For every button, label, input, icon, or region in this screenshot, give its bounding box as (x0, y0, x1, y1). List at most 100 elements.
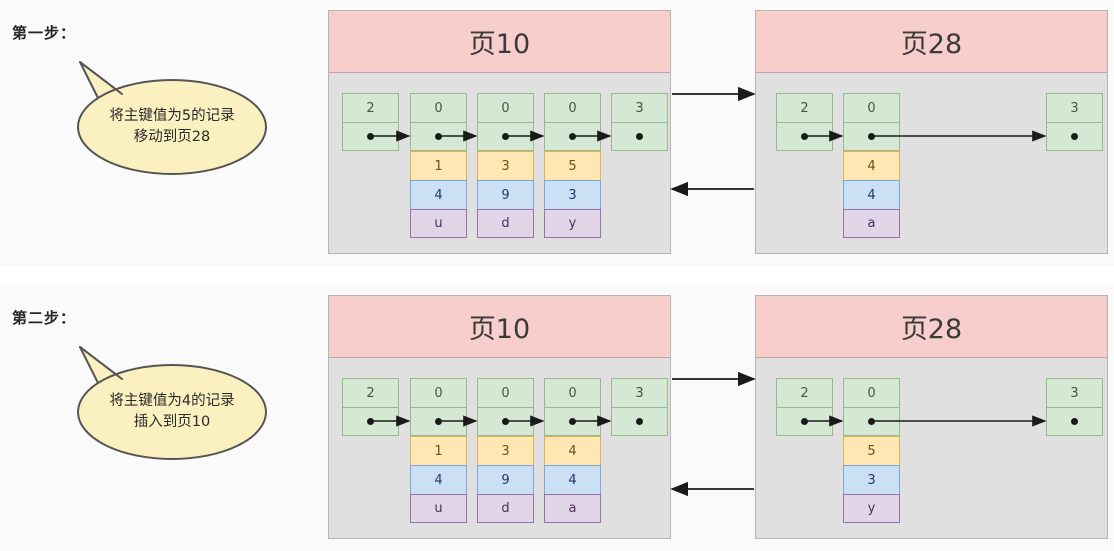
node-pointer-cell (410, 407, 467, 436)
page-box-28: 页28 2 0 5 3 y 3 (755, 295, 1108, 539)
node-field-cell: 1 (410, 436, 467, 465)
callout-line-2: 移动到页28 (133, 129, 211, 145)
page-title-10: 页10 (329, 296, 670, 358)
node-pointer-cell (843, 122, 900, 151)
node-pointer-cell (1046, 122, 1103, 151)
node-key-cell: 0 (410, 93, 467, 122)
record-node: 0 1 4 u (410, 93, 467, 238)
node-key-cell: 3 (1046, 378, 1103, 407)
record-node: 2 (342, 93, 399, 151)
node-key-cell: 3 (611, 378, 668, 407)
node-field-cell: y (843, 494, 900, 523)
node-pointer-cell (410, 122, 467, 151)
record-node: 3 (611, 93, 668, 151)
node-pointer-cell (843, 407, 900, 436)
pointer-dot-icon (868, 418, 875, 425)
page-box-28: 页28 2 0 4 4 a 3 (755, 10, 1108, 254)
pointer-dot-icon (801, 418, 808, 425)
node-key-cell: 3 (611, 93, 668, 122)
node-pointer-cell (611, 122, 668, 151)
record-node: 0 5 3 y (544, 93, 601, 238)
page-body-10: 2 0 1 4 u 0 3 9 d 0 (329, 73, 670, 253)
pointer-dot-icon (636, 418, 643, 425)
node-field-cell: d (477, 494, 534, 523)
node-field-cell: 9 (477, 465, 534, 494)
record-node: 0 1 4 u (410, 378, 467, 523)
node-key-cell: 0 (410, 378, 467, 407)
pointer-dot-icon (502, 418, 509, 425)
record-node: 3 (1046, 378, 1103, 436)
record-node: 0 4 4 a (843, 93, 900, 238)
node-field-cell: a (843, 209, 900, 238)
record-node: 0 3 9 d (477, 93, 534, 238)
pointer-dot-icon (367, 133, 374, 140)
page-body-28: 2 0 4 4 a 3 (756, 73, 1107, 253)
node-key-cell: 0 (544, 378, 601, 407)
node-field-cell: a (544, 494, 601, 523)
node-field-cell: 5 (544, 151, 601, 180)
pointer-dot-icon (502, 133, 509, 140)
node-field-cell: 4 (410, 465, 467, 494)
row-divider (0, 266, 1114, 285)
node-field-cell: 1 (410, 151, 467, 180)
step-row-1: 第一步： 将主键值为5的记录 移动到页28 页10 2 0 (0, 0, 1114, 266)
node-field-cell: 3 (544, 180, 601, 209)
callout-bubble-2: 将主键值为4的记录 插入到页10 (62, 337, 282, 462)
node-key-cell: 0 (843, 93, 900, 122)
record-node: 0 4 4 a (544, 378, 601, 523)
node-key-cell: 2 (342, 378, 399, 407)
node-field-cell: 3 (477, 436, 534, 465)
record-node: 3 (1046, 93, 1103, 151)
callout-bubble-1: 将主键值为5的记录 移动到页28 (62, 52, 282, 177)
node-pointer-cell (544, 407, 601, 436)
node-key-cell: 0 (843, 378, 900, 407)
record-node: 2 (776, 378, 833, 436)
pointer-dot-icon (569, 418, 576, 425)
page-title-28: 页28 (756, 11, 1107, 73)
node-pointer-cell (611, 407, 668, 436)
node-pointer-cell (544, 122, 601, 151)
node-key-cell: 3 (1046, 93, 1103, 122)
node-field-cell: u (410, 494, 467, 523)
page-body-10: 2 0 1 4 u 0 3 9 d 0 (329, 358, 670, 538)
page-title-28: 页28 (756, 296, 1107, 358)
node-pointer-cell (776, 407, 833, 436)
callout-line-1: 将主键值为5的记录 (109, 108, 235, 124)
pointer-dot-icon (435, 133, 442, 140)
node-key-cell: 2 (776, 378, 833, 407)
record-node: 2 (776, 93, 833, 151)
node-pointer-cell (776, 122, 833, 151)
node-key-cell: 2 (342, 93, 399, 122)
node-key-cell: 0 (544, 93, 601, 122)
record-node: 0 3 9 d (477, 378, 534, 523)
page-box-10: 页10 2 0 1 4 u 0 3 9 d (328, 295, 671, 539)
node-field-cell: 3 (843, 465, 900, 494)
node-key-cell: 0 (477, 378, 534, 407)
step-row-2: 第二步： 将主键值为4的记录 插入到页10 页10 2 0 1 (0, 285, 1114, 551)
page-title-10: 页10 (329, 11, 670, 73)
node-key-cell: 0 (477, 93, 534, 122)
callout-line-1: 将主键值为4的记录 (109, 393, 235, 409)
node-field-cell: 5 (843, 436, 900, 465)
node-pointer-cell (342, 122, 399, 151)
pointer-dot-icon (569, 133, 576, 140)
step-label-2: 第二步： (12, 309, 77, 327)
node-field-cell: 9 (477, 180, 534, 209)
node-field-cell: 4 (544, 436, 601, 465)
node-pointer-cell (342, 407, 399, 436)
node-pointer-cell (477, 122, 534, 151)
node-pointer-cell (477, 407, 534, 436)
record-node: 2 (342, 378, 399, 436)
pointer-dot-icon (1071, 418, 1078, 425)
pointer-dot-icon (367, 418, 374, 425)
pointer-dot-icon (868, 133, 875, 140)
step-label-1: 第一步： (12, 24, 77, 42)
callout-line-2: 插入到页10 (133, 414, 211, 430)
node-field-cell: d (477, 209, 534, 238)
pointer-dot-icon (1071, 133, 1078, 140)
record-node: 3 (611, 378, 668, 436)
node-field-cell: 4 (843, 180, 900, 209)
node-field-cell: 4 (410, 180, 467, 209)
page-body-28: 2 0 5 3 y 3 (756, 358, 1107, 538)
